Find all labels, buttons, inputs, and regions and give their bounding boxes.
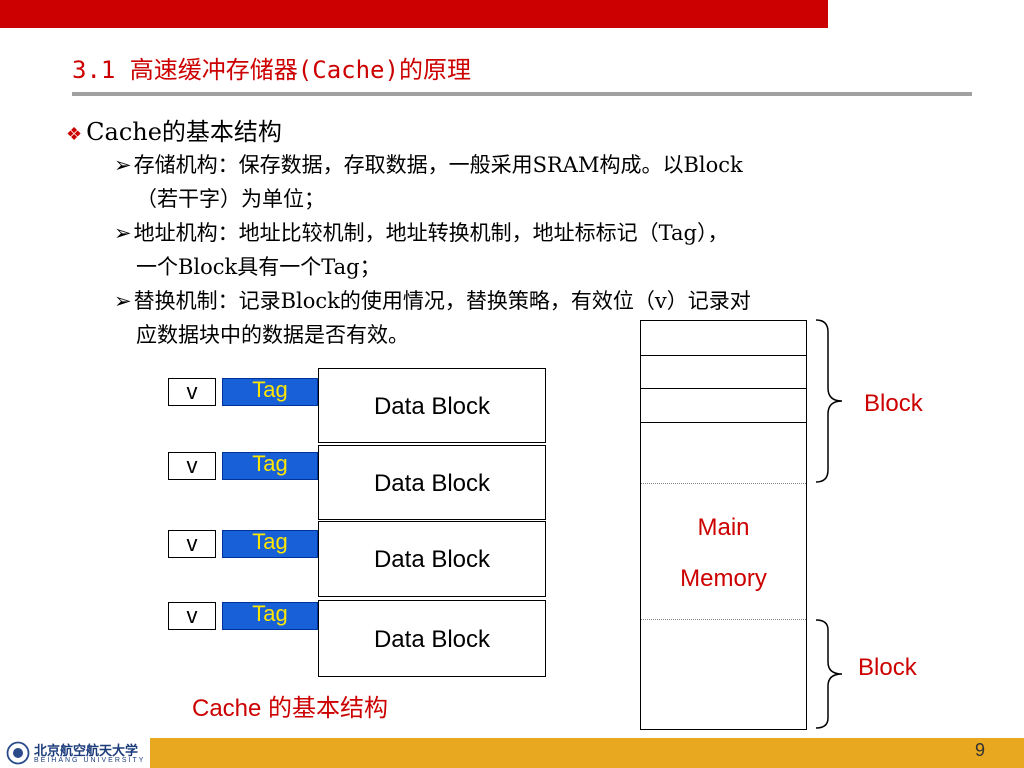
right-brace-top-icon [815, 319, 843, 483]
footer-bar [0, 738, 1024, 768]
logo-subtitle: BEIHANG UNIVERSITY [34, 757, 146, 764]
tag-box: Tag [222, 602, 318, 630]
main-memory-column: Main Memory [640, 320, 807, 730]
bullet-replacement: ➢替换机制：记录Block的使用情况，替换策略，有效位（v）记录对 应数据块中的… [114, 284, 751, 352]
university-seal-icon [6, 741, 30, 765]
data-block-box: Data Block [318, 368, 546, 443]
title-divider [72, 92, 972, 96]
top-accent-bar [0, 0, 828, 28]
bullet-text: 存储机构：保存数据，存取数据，一般采用SRAM构成。以Block [133, 153, 743, 177]
block-label-bottom: Block [858, 654, 917, 681]
bullet-address: ➢地址机构：地址比较机制，地址转换机制，地址标标记（Tag）， 一个Block具… [114, 216, 728, 284]
main-memory-label-line1: Main [697, 514, 750, 541]
arrow-bullet-icon: ➢ [114, 221, 132, 245]
slide-title: 3.1 高速缓冲存储器(Cache)的原理 [72, 56, 471, 84]
main-memory-label-line2: Memory [680, 565, 767, 592]
diagram-caption: Cache 的基本结构 [192, 695, 389, 722]
valid-bit-box: v [168, 378, 216, 406]
section-heading-text: Cache的基本结构 [86, 118, 282, 146]
university-logo: 北京航空航天大学 BEIHANG UNIVERSITY [0, 738, 150, 768]
bullet-text-continued: 应数据块中的数据是否有效。 [136, 323, 409, 347]
diamond-bullet-icon: ❖ [66, 124, 83, 145]
valid-bit-box: v [168, 602, 216, 630]
block-label-top: Block [864, 390, 923, 417]
page-number: 9 [974, 740, 985, 760]
bullet-text: 地址机构：地址比较机制，地址转换机制，地址标标记（Tag）， [133, 221, 729, 245]
memory-dotted-divider [641, 483, 806, 484]
bullet-text-continued: （若干字）为单位； [136, 187, 325, 211]
right-brace-bottom-icon [815, 619, 843, 729]
section-heading: ❖Cache的基本结构 [66, 112, 282, 147]
valid-bit-box: v [168, 530, 216, 558]
tag-box: Tag [222, 530, 318, 558]
memory-row-divider [641, 388, 806, 389]
bullet-text-continued: 一个Block具有一个Tag； [136, 255, 381, 279]
tag-box: Tag [222, 378, 318, 406]
bullet-text: 替换机制：记录Block的使用情况，替换策略，有效位（v）记录对 [133, 289, 751, 313]
arrow-bullet-icon: ➢ [114, 153, 132, 177]
valid-bit-box: v [168, 452, 216, 480]
tag-box: Tag [222, 452, 318, 480]
arrow-bullet-icon: ➢ [114, 289, 132, 313]
memory-row-divider [641, 355, 806, 356]
logo-name: 北京航空航天大学 [34, 744, 139, 759]
bullet-storage: ➢存储机构：保存数据，存取数据，一般采用SRAM构成。以Block （若干字）为… [114, 148, 743, 216]
data-block-box: Data Block [318, 521, 546, 597]
memory-row-divider [641, 422, 806, 423]
data-block-box: Data Block [318, 445, 546, 520]
data-block-box: Data Block [318, 600, 546, 677]
memory-dotted-divider [641, 619, 806, 620]
